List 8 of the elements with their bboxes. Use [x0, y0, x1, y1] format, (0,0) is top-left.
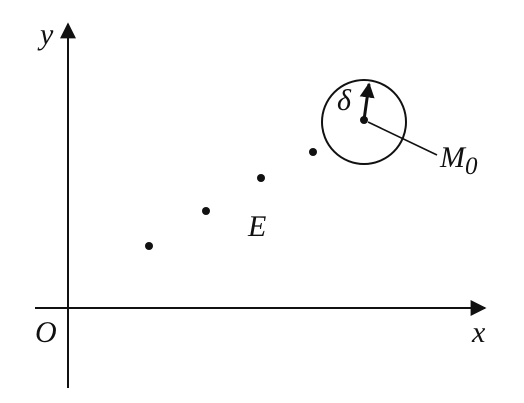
axis-label: y — [40, 20, 54, 50]
leader-line — [368, 121, 438, 156]
radius-label: δ — [337, 86, 351, 116]
point-label: M$_{0}$ — [440, 143, 478, 179]
point-label: E — [248, 212, 266, 242]
origin-label: O — [35, 318, 57, 348]
axis-label: x — [472, 318, 486, 348]
center-point — [360, 116, 368, 124]
